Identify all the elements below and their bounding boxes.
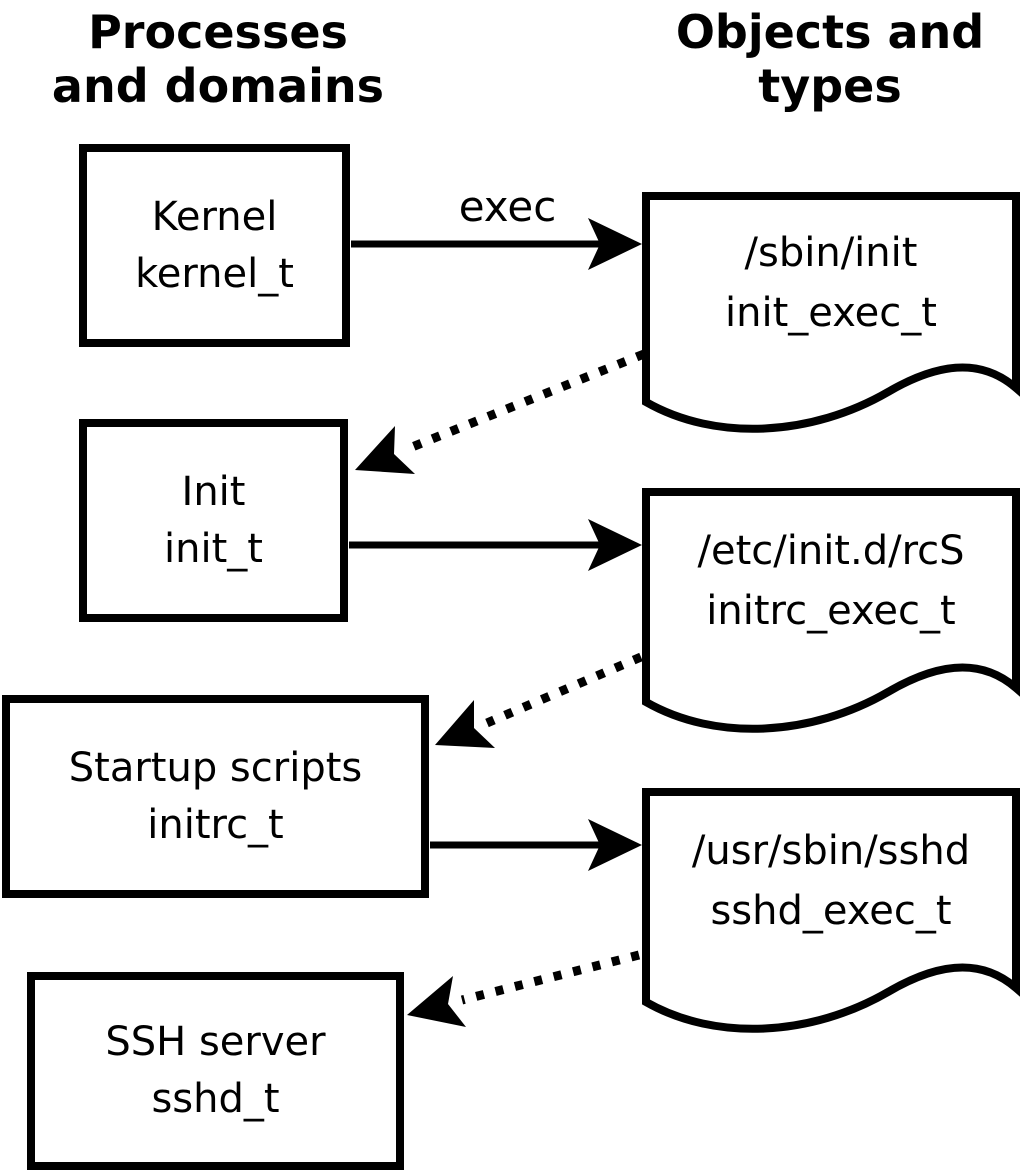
exec-arrow-label: exec — [458, 182, 557, 231]
transition-arrowhead-sbin-init-to-init — [355, 426, 415, 474]
object-label-sbin-init: /sbin/init init_exec_t — [646, 196, 1016, 370]
document-shape-etc-initd-rcs — [642, 488, 1020, 733]
solid-exec-arrows — [349, 218, 642, 871]
exec-arrowhead-startup-to-sshd — [588, 819, 642, 871]
process-name: Init — [181, 468, 246, 515]
dotted-transition-arrows — [355, 349, 646, 1027]
object-type: initrc_exec_t — [706, 588, 956, 634]
transition-arrowhead-sshd-to-sshserver — [407, 976, 466, 1027]
exec-arrowhead-kernel-to-sbin-init — [588, 218, 642, 270]
process-name: Kernel — [151, 193, 278, 240]
process-name: SSH server — [105, 1019, 326, 1066]
transition-arrow-sshd-to-sshserver — [460, 950, 641, 1005]
process-name: Startup scripts — [68, 744, 363, 791]
process-box-startup-scripts: Startup scripts initrc_t — [2, 695, 429, 898]
object-path: /etc/init.d/rcS — [697, 528, 965, 574]
document-shape-sbin-init — [642, 192, 1020, 433]
left-column-header: Processes and domains — [51, 5, 385, 113]
right-column-header: Objects and types — [675, 5, 985, 113]
process-box-init: Init init_t — [79, 419, 348, 622]
process-domain-type: kernel_t — [135, 250, 294, 297]
process-box-kernel: Kernel kernel_t — [79, 144, 350, 347]
object-path: /usr/sbin/sshd — [691, 828, 971, 874]
transition-arrow-sbin-init-to-init — [405, 349, 646, 454]
transition-arrow-rcs-to-startup — [485, 652, 643, 728]
document-shape-usr-sbin-sshd — [642, 788, 1020, 1033]
process-domain-type: sshd_t — [151, 1076, 280, 1122]
transition-arrowhead-rcs-to-startup — [435, 700, 495, 748]
exec-arrowhead-init-to-rcs — [588, 519, 642, 571]
object-label-etc-initd-rcs: /etc/init.d/rcS initrc_exec_t — [646, 494, 1016, 668]
object-path: /sbin/init — [744, 230, 918, 276]
process-box-ssh-server: SSH server sshd_t — [27, 972, 404, 1170]
process-domain-type: init_t — [164, 525, 263, 572]
object-label-usr-sbin-sshd: /usr/sbin/sshd sshd_exec_t — [646, 794, 1016, 968]
object-type: init_exec_t — [725, 290, 937, 336]
object-type: sshd_exec_t — [710, 888, 952, 934]
process-domain-type: initrc_t — [147, 801, 284, 848]
